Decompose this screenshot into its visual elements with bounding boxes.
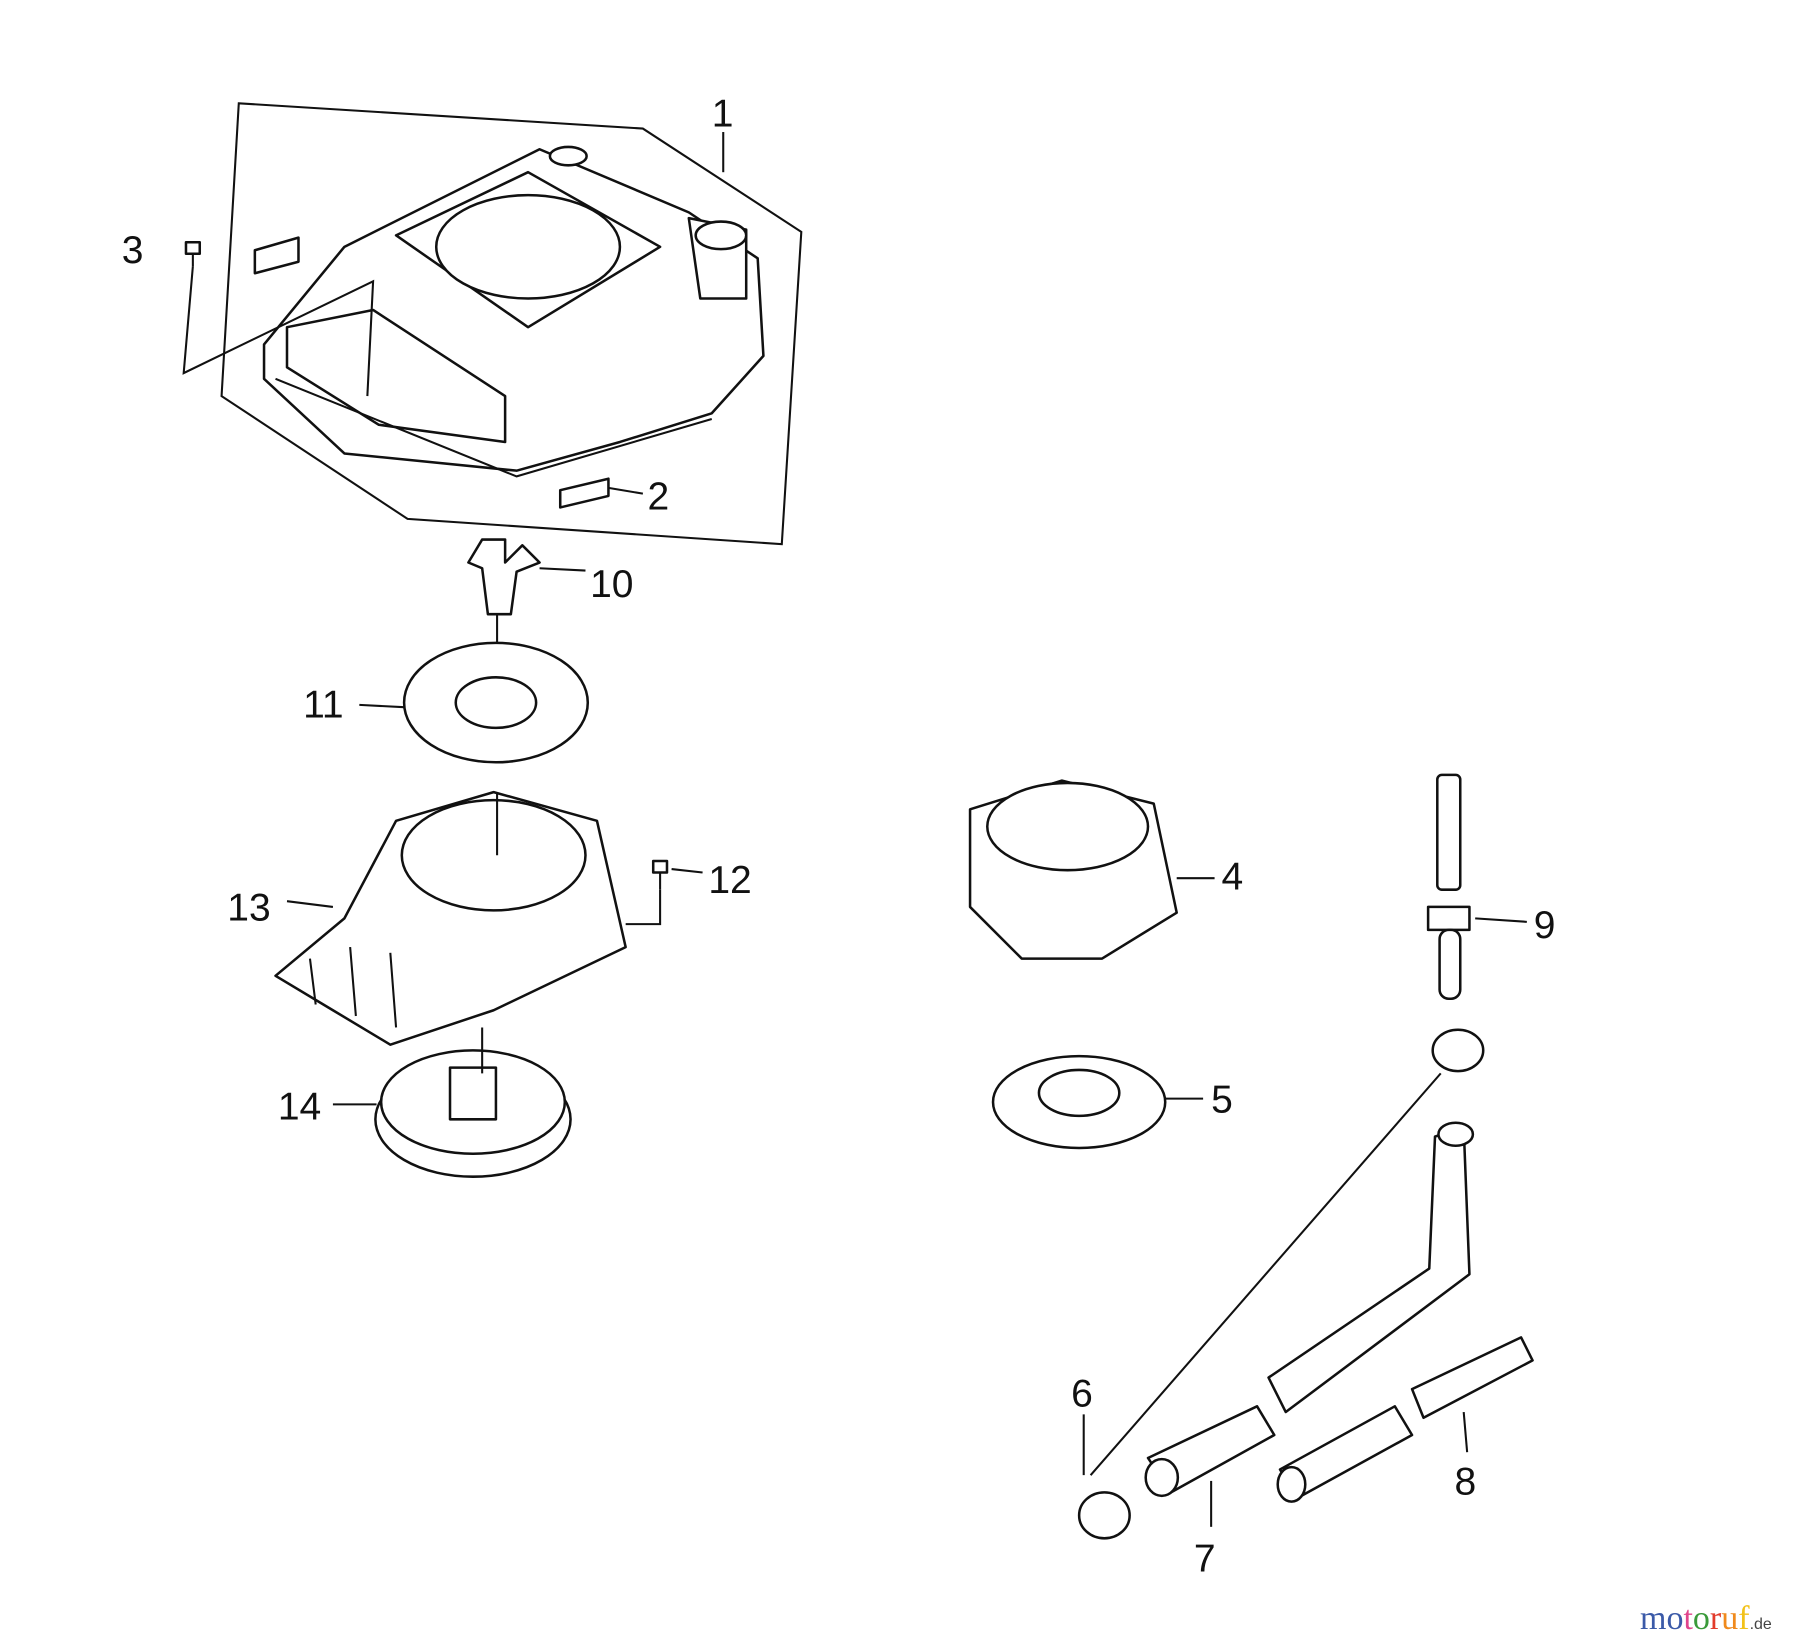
- callout-2: 2: [647, 476, 669, 519]
- callout-11: 11: [303, 684, 344, 727]
- callout-3: 3: [122, 229, 144, 272]
- callout-8: 8: [1455, 1461, 1477, 1504]
- callout-1: 1: [712, 92, 734, 135]
- clip-part-10: [467, 538, 541, 616]
- callout-14: 14: [278, 1085, 321, 1128]
- callout-10: 10: [590, 563, 633, 606]
- bolt-part-3: [182, 240, 375, 397]
- callout-13: 13: [227, 887, 270, 930]
- fuel-filter-part-9: [1426, 773, 1527, 1001]
- callout-4: 4: [1221, 856, 1243, 899]
- callout-6: 6: [1071, 1372, 1093, 1415]
- fuel-hose-part-7: [1144, 1121, 1475, 1527]
- wm-letter: m: [1640, 1600, 1667, 1637]
- callout-7: 7: [1194, 1538, 1216, 1581]
- fuel-tank-part: [262, 145, 765, 478]
- callout-12: 12: [708, 859, 751, 902]
- flywheel-part-14: [332, 1027, 572, 1178]
- wm-letter: r: [1709, 1600, 1722, 1637]
- callout-9: 9: [1534, 904, 1556, 947]
- screen-part-11: [359, 641, 590, 764]
- watermark-logo: motoruf.de: [1640, 1600, 1772, 1638]
- hose-part-8: [1276, 1336, 1534, 1503]
- fan-cover-part-13: [274, 790, 627, 1046]
- assembly-frame: [220, 102, 803, 546]
- wm-letter: o: [1666, 1600, 1684, 1637]
- wm-letter: o: [1692, 1600, 1710, 1637]
- wm-letter: u: [1721, 1600, 1739, 1637]
- bolt-part-12: [625, 859, 703, 926]
- fuel-cap-part-4: [968, 779, 1215, 960]
- callout-5: 5: [1211, 1078, 1233, 1121]
- hose-clamp-part-6: [1077, 1028, 1485, 1540]
- wm-suffix: .de: [1749, 1616, 1772, 1633]
- gasket-part: [253, 236, 300, 275]
- wm-letter: t: [1683, 1600, 1693, 1637]
- strainer-ring-part-5: [991, 1054, 1204, 1150]
- wm-letter: f: [1738, 1600, 1750, 1637]
- gasket-part-2: [558, 477, 610, 509]
